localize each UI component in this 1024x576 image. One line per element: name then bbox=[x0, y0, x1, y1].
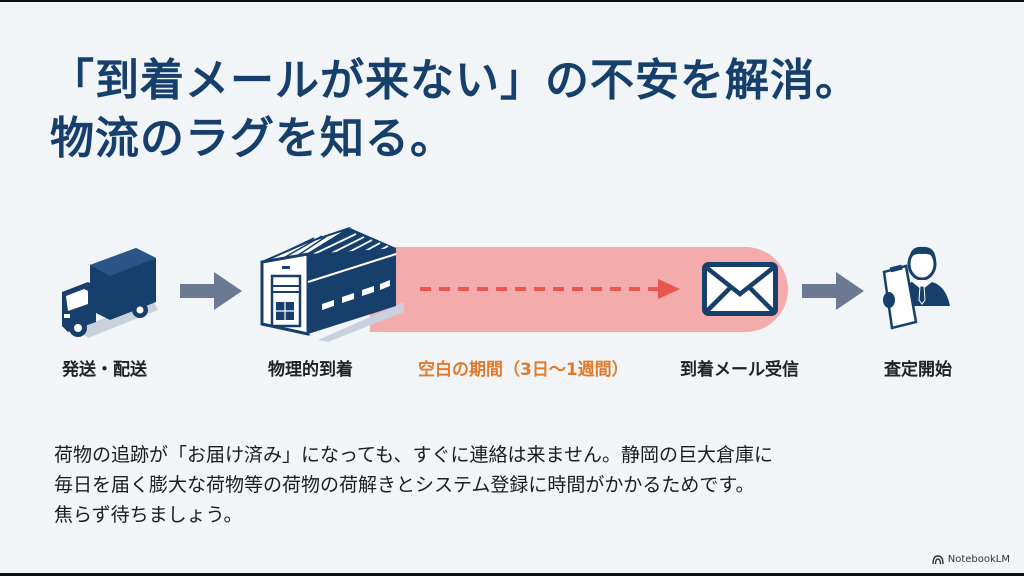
inspector-clipboard-icon bbox=[882, 246, 950, 330]
explanation-line-3: 焦らず待ちましょう。 bbox=[54, 504, 243, 526]
step-label-appraisal-start: 査定開始 bbox=[884, 360, 952, 380]
delivery-truck-icon bbox=[62, 248, 158, 338]
step-label-physical-arrival: 物理的到着 bbox=[268, 360, 353, 380]
page-title: 「到着メールが来ない」の不安を解消。 物流のラグを知る。 bbox=[50, 52, 860, 168]
notebooklm-watermark: NotebookLM bbox=[932, 554, 1010, 565]
explanation-line-1: 荷物の追跡が「お届け済み」になっても、すぐに連絡は来ません。静岡の巨大倉庫に bbox=[54, 444, 773, 466]
flow-arrow-icon bbox=[180, 272, 242, 310]
explanation-line-2: 毎日を届く膨大な荷物等の荷物の荷解きとシステム登録に時間がかかるためです。 bbox=[54, 474, 755, 496]
watermark-label: NotebookLM bbox=[947, 554, 1010, 565]
step-label-arrival-email: 到着メール受信 bbox=[680, 360, 799, 380]
flow-arrow-icon bbox=[802, 272, 864, 310]
dashed-arrow-icon bbox=[420, 279, 680, 299]
logistics-flow-diagram: 発送・配送 物理的到着 空白の期間（3日〜1週間） 到着メール受信 査定開始 bbox=[0, 222, 1024, 392]
step-label-shipping: 発送・配送 bbox=[62, 360, 147, 380]
explanation-text: 荷物の追跡が「お届け済み」になっても、すぐに連絡は来ません。静岡の巨大倉庫に 毎… bbox=[54, 440, 773, 530]
envelope-icon bbox=[702, 262, 778, 316]
notebooklm-logo-icon bbox=[932, 555, 944, 564]
warehouse-icon bbox=[260, 227, 404, 342]
title-line-2: 物流のラグを知る。 bbox=[50, 113, 455, 164]
step-label-waiting-period: 空白の期間（3日〜1週間） bbox=[418, 360, 629, 380]
title-line-1: 「到着メールが来ない」の不安を解消。 bbox=[50, 55, 860, 106]
